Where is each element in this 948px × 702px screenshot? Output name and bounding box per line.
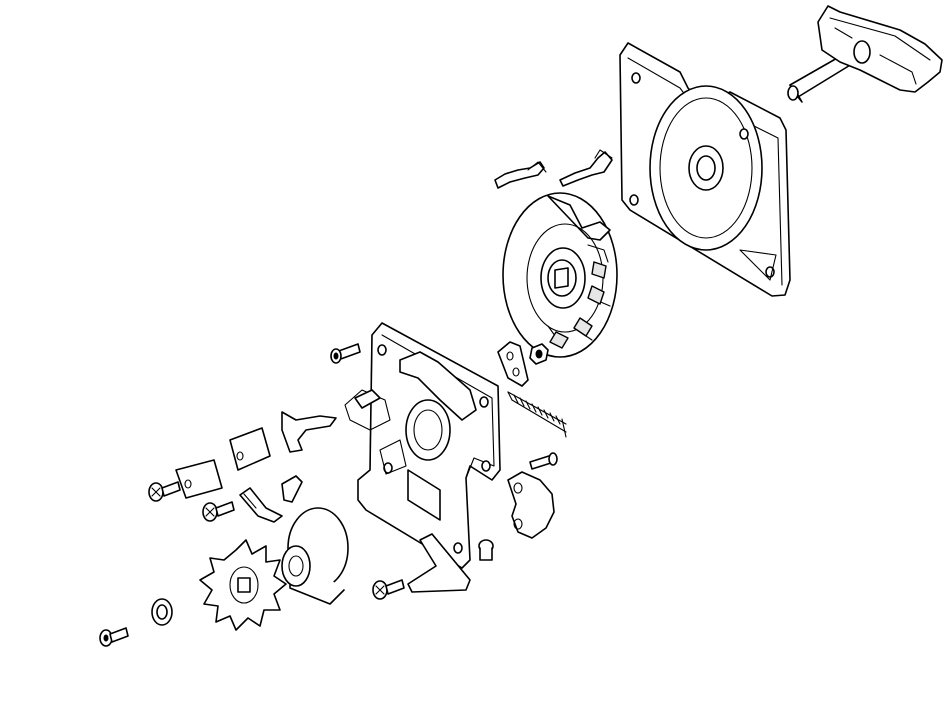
coil-spring <box>507 391 567 438</box>
clip-bracket <box>239 487 283 523</box>
tab-plate <box>175 459 223 499</box>
spring-clip-1 <box>494 161 547 189</box>
flag-lever <box>281 475 303 503</box>
housing-cover-plate <box>619 42 791 297</box>
release-lever <box>507 471 555 539</box>
small-pawl-plate <box>497 341 529 387</box>
pawl-link <box>281 411 337 453</box>
ratchet-disc <box>502 192 618 358</box>
hub-drum <box>281 507 349 605</box>
socket-head-screw-right <box>529 452 558 470</box>
washer <box>151 598 173 626</box>
sprocket <box>199 539 287 631</box>
shoulder-pin <box>478 539 494 561</box>
t-handle-crank <box>787 5 943 103</box>
socket-head-screw <box>330 343 361 364</box>
pan-head-screw-2 <box>202 501 235 522</box>
main-frame-plate <box>344 322 501 569</box>
pan-head-screw-3 <box>372 579 405 600</box>
trigger-pawl <box>407 533 471 593</box>
nut <box>529 343 549 365</box>
spring-clip-2 <box>559 149 613 187</box>
square-block <box>229 427 271 471</box>
pan-head-screw <box>148 481 181 502</box>
socket-head-screw-2 <box>99 627 129 647</box>
